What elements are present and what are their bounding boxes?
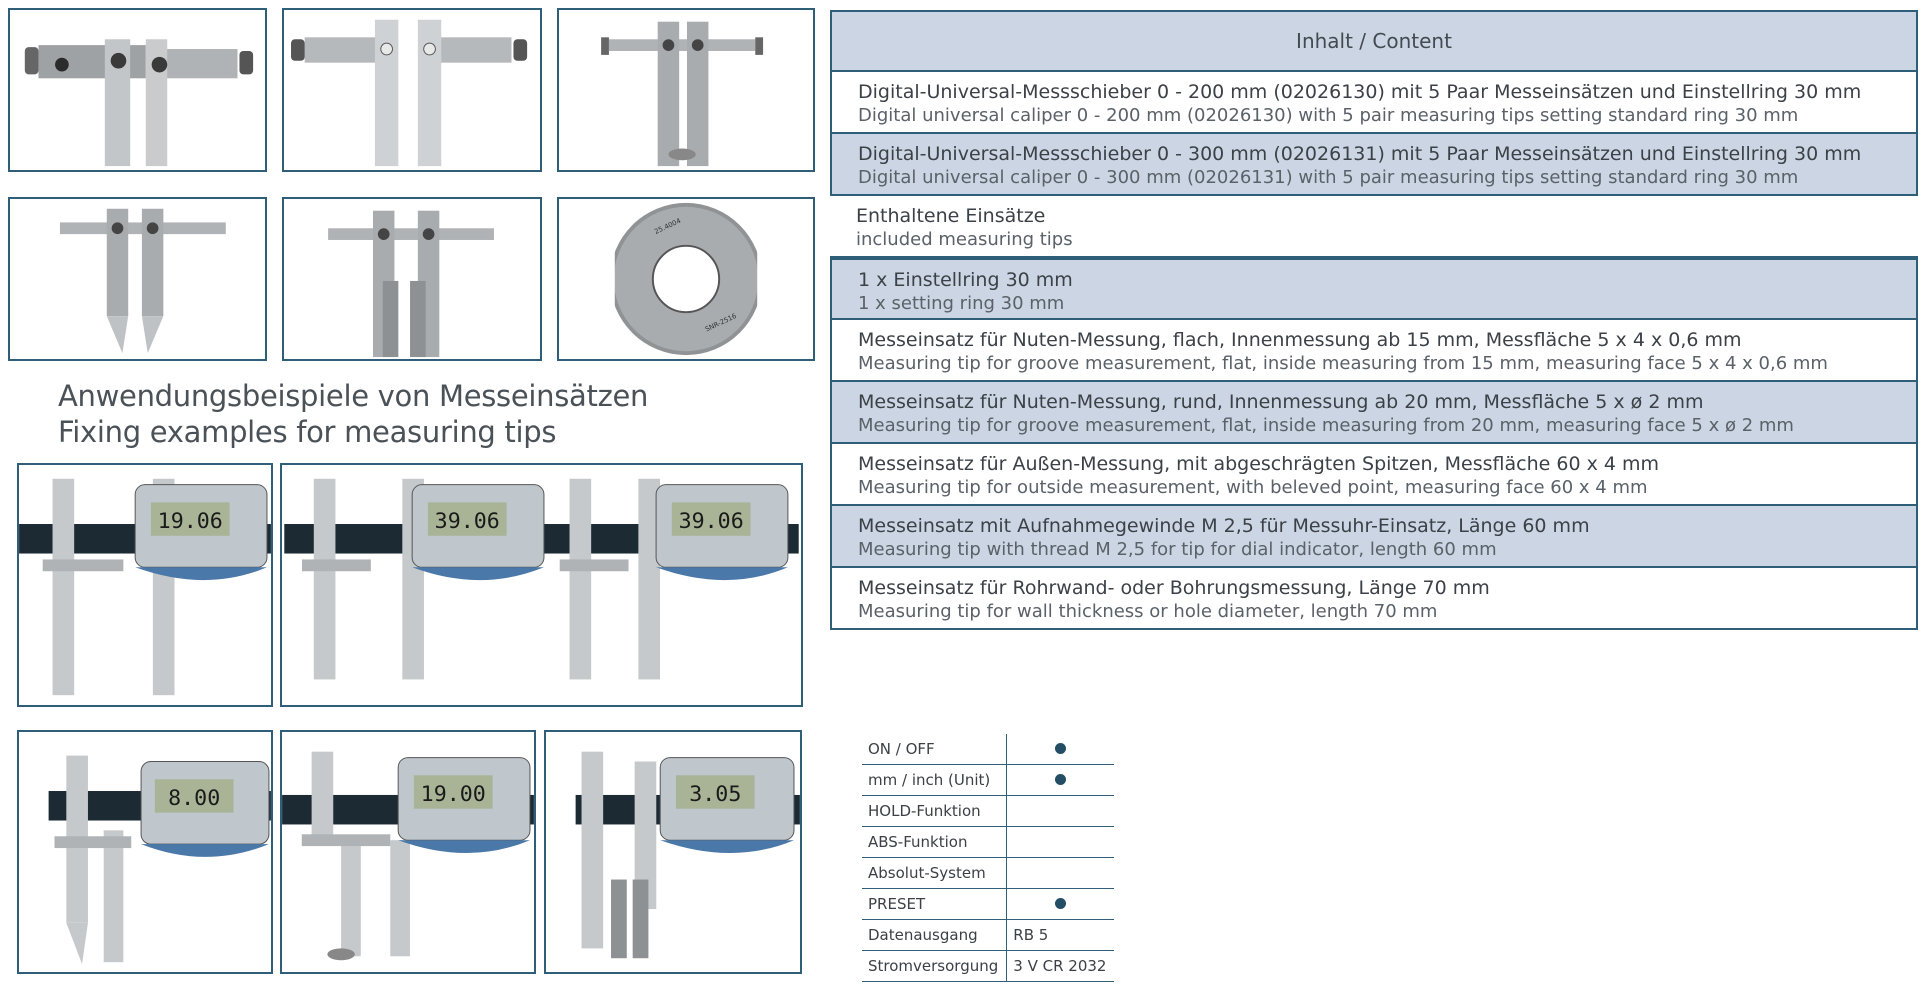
content-row-5-de: Messeinsatz für Nuten-Messung, flach, In…	[858, 329, 1742, 351]
spec-value	[1006, 888, 1115, 920]
spec-row: mm / inch (Unit)	[862, 764, 1115, 796]
spec-value	[1006, 734, 1115, 765]
content-row-2: Digital-Universal-Messschieber 0 - 300 m…	[830, 134, 1918, 196]
content-row-4: 1 x Einstellring 30 mm 1 x setting ring …	[830, 258, 1918, 320]
content-row-7: Messeinsatz für Außen-Messung, mit abges…	[830, 444, 1918, 506]
feature-dot-icon	[1055, 898, 1067, 909]
content-row-9-de: Messeinsatz für Rohrwand- oder Bohrungsm…	[858, 577, 1490, 599]
caliper-example-5: 3.05	[544, 730, 802, 974]
spec-row: HOLD-Funktion	[862, 795, 1115, 827]
display-value-4: 8.00	[168, 786, 220, 811]
content-row-3-de: Enthaltene Einsätze	[856, 205, 1046, 227]
tip-photo-2	[282, 8, 542, 172]
content-row-5-en: Measuring tip for groove measurement, fl…	[858, 353, 1828, 374]
spec-value	[1006, 764, 1115, 796]
spec-label: ON / OFF	[862, 734, 1007, 765]
caption-line-de: Anwendungsbeispiele von Messeinsätzen	[58, 379, 649, 413]
content-table-header: Inhalt / Content	[830, 10, 1918, 72]
tip-photo-5	[282, 197, 542, 361]
caliper-example-4: 19.00	[280, 730, 536, 974]
spec-row: ABS-Funktion	[862, 826, 1115, 858]
content-row-8-en: Measuring tip with thread M 2,5 for tip …	[858, 539, 1497, 560]
spec-label: ABS-Funktion	[862, 826, 1007, 858]
spec-label: Datenausgang	[862, 919, 1007, 951]
content-row-6-en: Measuring tip for groove measurement, fl…	[858, 415, 1794, 436]
caliper-example-3: 8.00	[17, 730, 273, 974]
content-row-1: Digital-Universal-Messschieber 0 - 200 m…	[830, 72, 1918, 134]
spec-label: mm / inch (Unit)	[862, 764, 1007, 796]
spec-label: PRESET	[862, 888, 1007, 920]
spec-row: ON / OFF	[862, 734, 1115, 765]
content-row-7-en: Measuring tip for outside measurement, w…	[858, 477, 1648, 498]
content-row-1-de: Digital-Universal-Messschieber 0 - 200 m…	[858, 81, 1862, 103]
content-row-5: Messeinsatz für Nuten-Messung, flach, In…	[830, 320, 1918, 382]
display-value-3: 39.06	[679, 509, 744, 534]
spec-value: RB 5	[1006, 919, 1115, 951]
content-row-9-en: Measuring tip for wall thickness or hole…	[858, 601, 1438, 622]
spec-value	[1006, 795, 1115, 827]
caption-line-en: Fixing examples for measuring tips	[58, 415, 557, 449]
content-row-2-en: Digital universal caliper 0 - 300 mm (02…	[858, 167, 1799, 188]
display-value-5: 19.00	[421, 782, 486, 807]
spec-row: PRESET	[862, 888, 1115, 920]
content-row-7-de: Messeinsatz für Außen-Messung, mit abges…	[858, 453, 1660, 475]
content-row-1-en: Digital universal caliper 0 - 200 mm (02…	[858, 105, 1799, 126]
spec-value	[1006, 857, 1115, 889]
display-value-1: 19.06	[158, 509, 223, 534]
content-row-6-de: Messeinsatz für Nuten-Messung, rund, Inn…	[858, 391, 1704, 413]
setting-ring-photo: 25.4004 SNR-2516	[557, 197, 815, 361]
content-row-9: Messeinsatz für Rohrwand- oder Bohrungsm…	[830, 568, 1918, 630]
content-row-4-en: 1 x setting ring 30 mm	[858, 293, 1065, 314]
content-row-8-de: Messeinsatz mit Aufnahmegewinde M 2,5 fü…	[858, 515, 1590, 537]
tip-photo-3	[557, 8, 815, 172]
tip-photo-4	[8, 197, 267, 361]
spec-label: Absolut-System	[862, 857, 1007, 889]
feature-dot-icon	[1055, 743, 1067, 754]
tip-photo-1	[8, 8, 267, 172]
caliper-example-2: 39.06 39.06	[280, 463, 803, 707]
content-table: Inhalt / Content Digital-Universal-Messs…	[830, 10, 1918, 630]
content-row-4-de: 1 x Einstellring 30 mm	[858, 269, 1073, 291]
feature-dot-icon	[1055, 774, 1067, 785]
spec-value: 3 V CR 2032	[1006, 950, 1115, 982]
content-row-8: Messeinsatz mit Aufnahmegewinde M 2,5 fü…	[830, 506, 1918, 568]
display-value-2: 39.06	[435, 509, 500, 534]
fixing-examples-caption: Anwendungsbeispiele von Messeinsätzen Fi…	[58, 378, 648, 450]
content-row-3-en: included measuring tips	[856, 229, 1073, 250]
content-row-2-de: Digital-Universal-Messschieber 0 - 300 m…	[858, 143, 1862, 165]
spec-label: Stromversorgung	[862, 950, 1007, 982]
content-row-6: Messeinsatz für Nuten-Messung, rund, Inn…	[830, 382, 1918, 444]
display-value-6: 3.05	[689, 782, 741, 807]
spec-value	[1006, 826, 1115, 858]
spec-label: HOLD-Funktion	[862, 795, 1007, 827]
content-row-3: Enthaltene Einsätze included measuring t…	[830, 196, 1918, 258]
spec-row: Absolut-System	[862, 857, 1115, 889]
caliper-example-1: 19.06	[17, 463, 273, 707]
